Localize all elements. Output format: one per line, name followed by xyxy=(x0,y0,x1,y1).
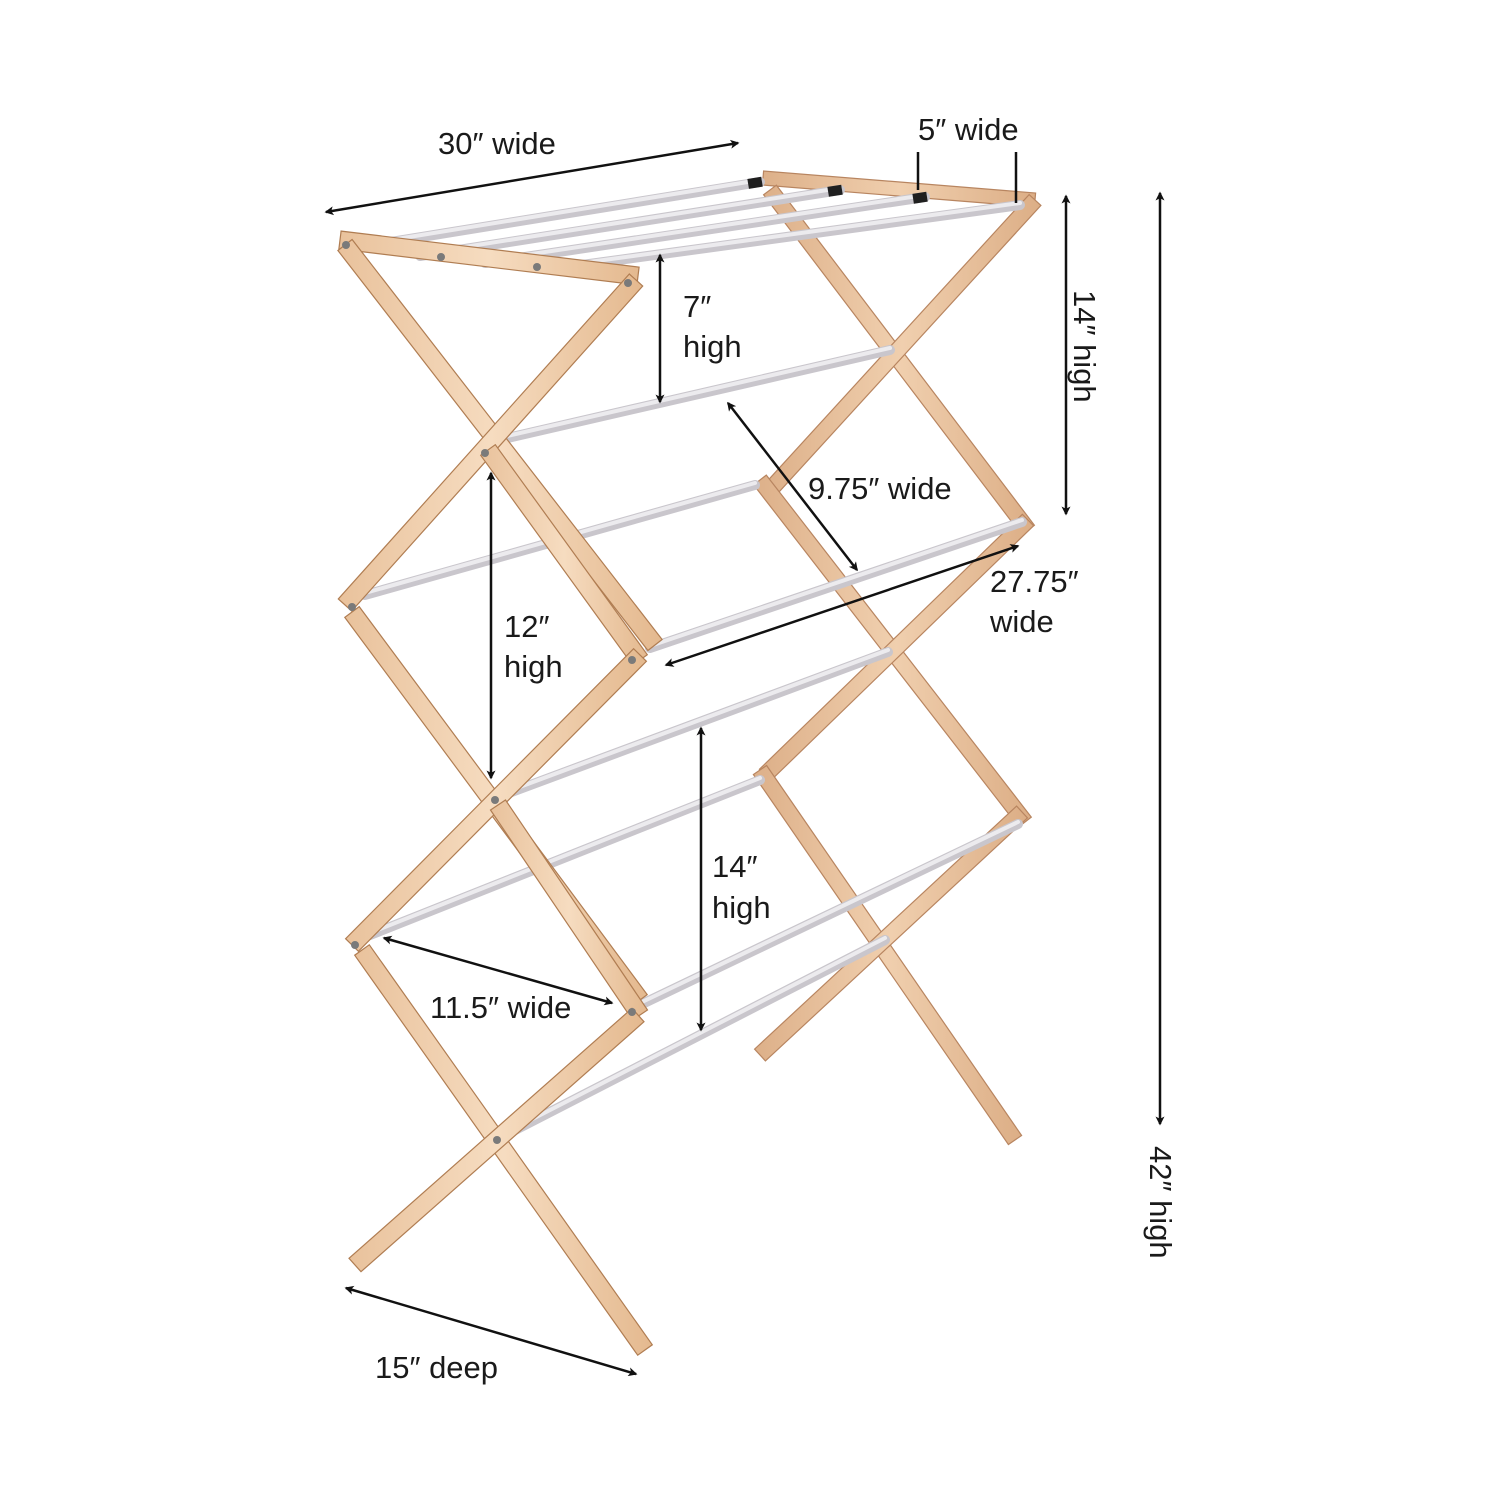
label-lower-height-2: high xyxy=(712,890,771,925)
rod-top-4 xyxy=(555,200,1025,273)
rod-highlight xyxy=(513,936,887,1130)
label-base-depth: 15″ deep xyxy=(375,1350,498,1385)
pivot-pin xyxy=(481,449,489,457)
label-lower-height-1: 14″ xyxy=(712,849,757,884)
rod-highlight xyxy=(638,820,1020,1005)
pivot-pin xyxy=(628,656,636,664)
pivot-pin xyxy=(533,263,541,271)
label-top-tier-height-2: high xyxy=(683,329,742,364)
rod-highlight xyxy=(488,648,890,800)
label-middle-height-1: 12″ xyxy=(504,609,549,644)
label-lower-depth: 11.5″ wide xyxy=(430,990,571,1025)
rod-end-cap xyxy=(827,184,843,197)
pivot-pin xyxy=(351,941,359,949)
label-top-gap: 5″ wide xyxy=(918,112,1019,147)
rod-highlight xyxy=(488,346,892,442)
front-middle-slat-a xyxy=(479,443,649,667)
label-middle-rod-width-1: 27.75″ xyxy=(990,564,1079,599)
label-top-width: 30″ wide xyxy=(438,126,556,161)
rod-top-2 xyxy=(415,184,845,261)
rod-top-3 xyxy=(480,191,930,268)
arrow-middle-depth xyxy=(727,401,858,572)
rod-highlight xyxy=(418,186,842,256)
back-lower-slat-b xyxy=(753,805,1029,1062)
back-lower-slat-a xyxy=(752,764,1023,1146)
dimension-arrows xyxy=(324,139,1165,1377)
rod-end-cap xyxy=(912,191,928,204)
rod-end-cap xyxy=(747,176,763,189)
rod-highlight xyxy=(483,193,927,263)
rod-middle-3 xyxy=(485,647,893,805)
label-top-tier-height-1: 7″ xyxy=(683,289,711,324)
rod-upper-1 xyxy=(485,345,895,447)
label-overall-height: 42″ high xyxy=(1143,1146,1178,1259)
pivot-pin xyxy=(624,279,632,287)
pivot-pin xyxy=(437,253,445,261)
drying-rack xyxy=(337,170,1042,1357)
rod-highlight xyxy=(558,201,1022,268)
arrow-middle-rod-width xyxy=(664,544,1020,667)
pivot-pin xyxy=(493,1136,501,1144)
label-middle-depth: 9.75″ wide xyxy=(808,471,952,506)
arrow-top-width xyxy=(324,139,740,216)
front-frame xyxy=(337,230,663,1357)
pivot-pin xyxy=(348,603,356,611)
rod-lower-1 xyxy=(365,775,765,940)
front-upper-slat-b xyxy=(337,273,644,612)
pivot-pin xyxy=(342,241,350,249)
back-frame xyxy=(752,170,1042,1146)
rod-lower-3 xyxy=(510,935,890,1135)
pivot-pin xyxy=(628,1008,636,1016)
label-middle-rod-width-2: wide xyxy=(989,604,1054,639)
front-lower-leg-a xyxy=(353,943,654,1357)
pivot-pin xyxy=(491,796,499,804)
back-top-rail xyxy=(761,170,1037,208)
dimension-labels: 30″ wide 5″ wide 7″ high 9.75″ wide 27.7… xyxy=(375,112,1178,1385)
label-upper-side-height: 14″ high xyxy=(1067,290,1102,403)
label-middle-height-2: high xyxy=(504,649,563,684)
front-top-rail xyxy=(338,230,640,286)
arrow-lower-depth xyxy=(382,935,614,1006)
rod-highlight xyxy=(368,776,762,935)
rod-lower-2 xyxy=(635,819,1023,1010)
arrow-base-depth xyxy=(344,1285,638,1377)
